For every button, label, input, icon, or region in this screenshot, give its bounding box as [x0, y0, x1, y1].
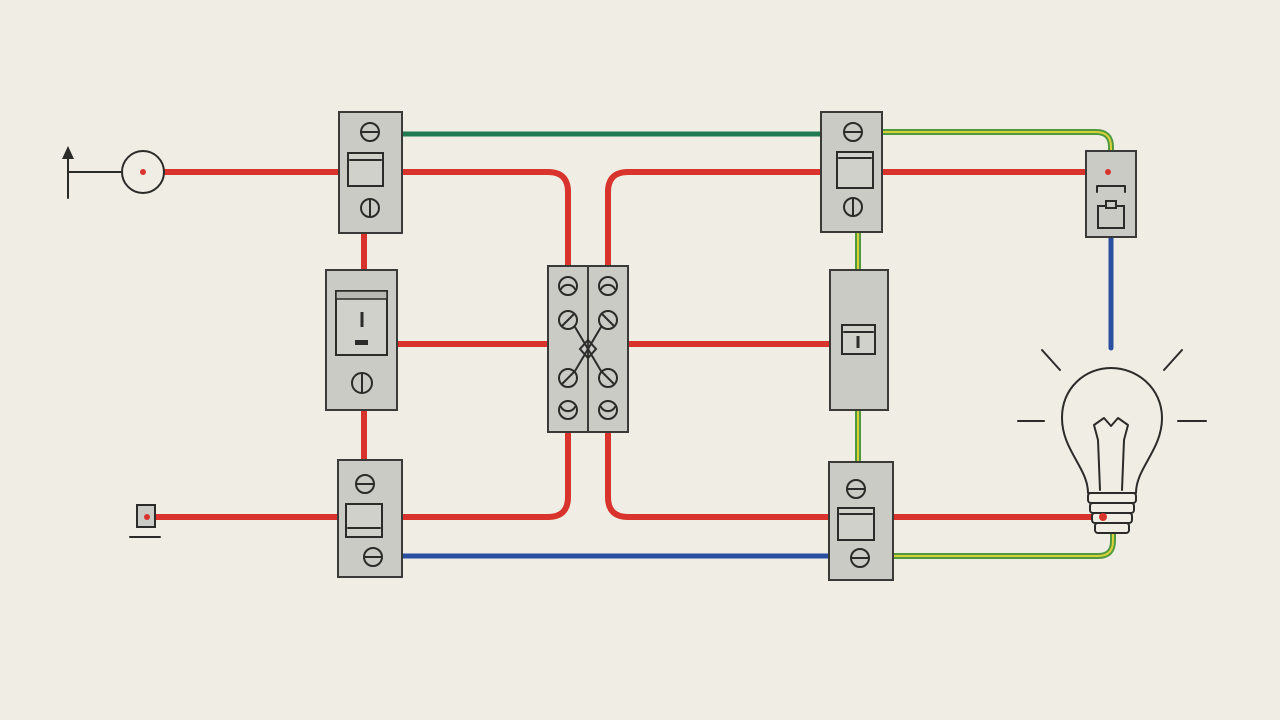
lamp-holder-connector	[1085, 150, 1137, 238]
switch-block-bottom-right[interactable]	[828, 461, 894, 581]
supply-terminal-icon	[62, 146, 165, 199]
switch-block-top-left[interactable]	[338, 111, 403, 234]
rocker-switch[interactable]	[325, 269, 398, 411]
wires	[145, 129, 1116, 559]
ground-terminal-icon	[129, 504, 161, 538]
switch-block-bottom-left[interactable]	[337, 459, 403, 578]
light-bulb-icon	[1017, 349, 1207, 534]
switch-module-middle-right[interactable]	[829, 269, 889, 411]
intermediate-cross-switch[interactable]	[547, 265, 629, 433]
wire-earth-bottom	[890, 527, 1116, 559]
wires-live	[145, 169, 1109, 520]
wire-earth-top	[879, 129, 1114, 155]
switch-block-top-right[interactable]	[820, 111, 883, 233]
